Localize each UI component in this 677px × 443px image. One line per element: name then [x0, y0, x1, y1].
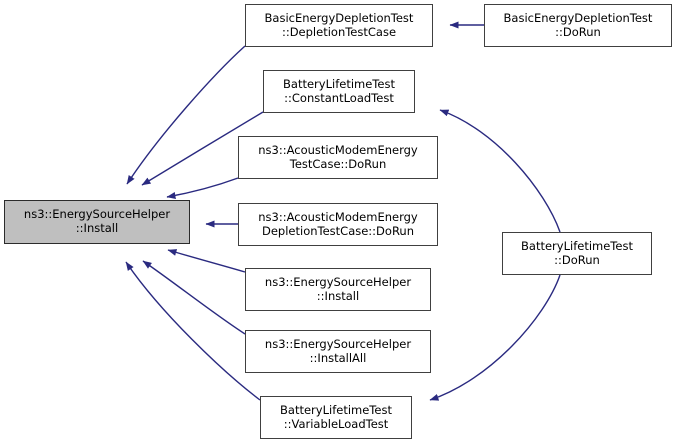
- graph-edge-energy-source-helper-install-all-to-energy-source-helper-install-root: [142, 260, 246, 335]
- graph-node-acoustic-modem-energy-depletion-test-case-dorun[interactable]: ns3::AcousticModemEnergy DepletionTestCa…: [238, 203, 438, 246]
- graph-node-energy-source-helper-install[interactable]: ns3::EnergySourceHelper ::Install: [245, 268, 431, 311]
- graph-edge-battery-lifetime-test-variable-load-test-to-energy-source-helper-install-root: [125, 261, 261, 401]
- graph-node-basic-energy-depletion-test-depletion-test-case[interactable]: BasicEnergyDepletionTest ::DepletionTest…: [245, 4, 433, 47]
- graph-edge-battery-lifetime-test-constant-load-test-to-energy-source-helper-install-root: [141, 111, 264, 186]
- graph-node-battery-lifetime-test-variable-load-test[interactable]: BatteryLifetimeTest ::VariableLoadTest: [260, 396, 412, 439]
- graph-node-label: BasicEnergyDepletionTest ::DoRun: [503, 10, 653, 39]
- graph-edge-energy-source-helper-install-to-energy-source-helper-install-root: [167, 249, 246, 273]
- graph-edge-battery-lifetime-test-dorun-to-battery-lifetime-test-constant-load-test: [439, 109, 561, 233]
- graph-node-acoustic-modem-energy-test-case-dorun[interactable]: ns3::AcousticModemEnergy TestCase::DoRun: [238, 136, 438, 179]
- graph-node-energy-source-helper-install-all[interactable]: ns3::EnergySourceHelper ::InstallAll: [245, 330, 431, 373]
- graph-node-label: ns3::EnergySourceHelper ::Install: [23, 207, 171, 235]
- graph-node-label: BatteryLifetimeTest ::VariableLoadTest: [280, 402, 392, 431]
- graph-edges: [125, 21, 561, 401]
- graph-node-label: ns3::AcousticModemEnergy DepletionTestCa…: [258, 209, 418, 238]
- graph-edge-basic-energy-depletion-test-depletion-test-case-to-energy-source-helper-install-root: [126, 45, 246, 185]
- graph-node-battery-lifetime-test-constant-load-test[interactable]: BatteryLifetimeTest ::ConstantLoadTest: [263, 70, 415, 113]
- graph-node-energy-source-helper-install-root[interactable]: ns3::EnergySourceHelper ::Install: [4, 200, 190, 244]
- graph-node-basic-energy-depletion-test-dorun[interactable]: BasicEnergyDepletionTest ::DoRun: [484, 4, 672, 47]
- graph-node-label: BatteryLifetimeTest ::ConstantLoadTest: [283, 76, 395, 105]
- graph-node-label: BasicEnergyDepletionTest ::DepletionTest…: [264, 10, 414, 39]
- graph-node-battery-lifetime-test-dorun[interactable]: BatteryLifetimeTest ::DoRun: [502, 232, 652, 275]
- graph-edge-battery-lifetime-test-dorun-to-battery-lifetime-test-variable-load-test: [429, 274, 561, 401]
- graph-node-label: ns3::EnergySourceHelper ::Install: [264, 274, 412, 303]
- graph-node-label: BatteryLifetimeTest ::DoRun: [521, 238, 633, 267]
- graph-edge-acoustic-modem-energy-test-case-dorun-to-energy-source-helper-install-root: [166, 177, 239, 199]
- graph-node-label: ns3::AcousticModemEnergy TestCase::DoRun: [258, 142, 418, 171]
- graph-node-label: ns3::EnergySourceHelper ::InstallAll: [264, 336, 412, 365]
